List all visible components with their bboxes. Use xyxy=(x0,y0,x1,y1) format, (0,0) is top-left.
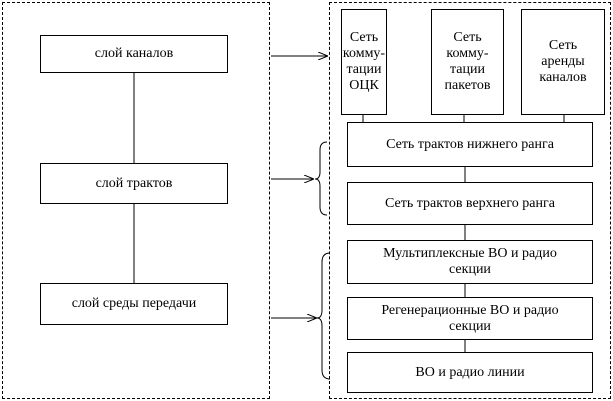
layer-label-media: слой среды передачи xyxy=(71,296,197,311)
network-box-circuit: Сеть комму- тации ОЦК xyxy=(341,9,387,115)
network-box-packet: Сеть комму- тации пакетов xyxy=(431,9,504,115)
path-network-upper-label: Сеть трактов верхнего ранга xyxy=(385,195,555,211)
media-label-regen: Регенерационные ВО и радио секции xyxy=(381,302,559,334)
layer-box-channels: слой каналов xyxy=(40,35,228,73)
media-box-regen: Регенерационные ВО и радио секции xyxy=(347,297,593,340)
path-network-lower: Сеть трактов нижнего ранга xyxy=(347,122,593,167)
left-panel xyxy=(2,2,270,399)
right-panel xyxy=(329,2,611,399)
brace-paths xyxy=(314,141,328,216)
layer-label-channels: слой каналов xyxy=(94,46,174,61)
layer-box-media: слой среды передачи xyxy=(40,283,228,325)
network-label-packet: Сеть комму- тации пакетов xyxy=(444,30,491,93)
network-label-leased: Сеть аренды каналов xyxy=(539,38,587,85)
network-box-leased: Сеть аренды каналов xyxy=(521,9,605,115)
path-network-upper: Сеть трактов верхнего ранга xyxy=(347,182,593,225)
path-network-lower-label: Сеть трактов нижнего ранга xyxy=(386,136,554,152)
network-label-circuit: Сеть комму- тации ОЦК xyxy=(342,30,386,93)
media-label-multiplex: Мультиплексные ВО и радио секции xyxy=(383,246,557,277)
media-box-lines: ВО и радио линии xyxy=(347,352,593,393)
layer-label-paths: слой трактов xyxy=(95,175,173,191)
media-box-multiplex: Мультиплексные ВО и радио секции xyxy=(347,240,593,284)
media-label-lines: ВО и радио линии xyxy=(415,364,525,380)
layer-box-paths: слой трактов xyxy=(40,163,228,204)
